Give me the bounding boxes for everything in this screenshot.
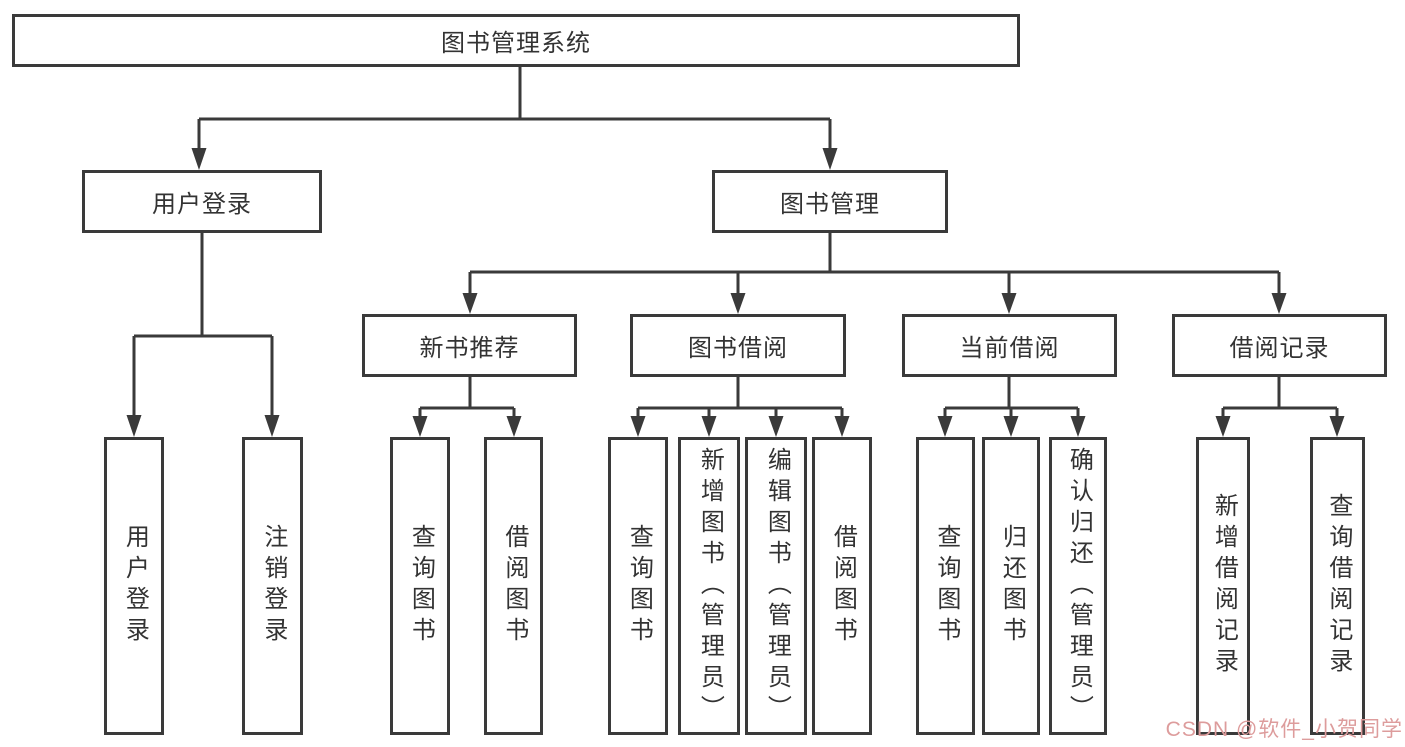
node-label: 查询图书 [407, 524, 435, 648]
leaf-query-books-current: 查询图书 [916, 437, 975, 735]
leaf-query-borrow-record: 查询借阅记录 [1310, 437, 1365, 735]
node-label: 确认归还（管理员） [1065, 446, 1093, 726]
node-label: 借阅图书 [829, 524, 857, 648]
node-label: 新书推荐 [419, 335, 520, 362]
leaf-logout: 注销登录 [242, 437, 303, 735]
node-label: 用户登录 [121, 524, 149, 648]
node-book-management: 图书管理 [712, 170, 948, 233]
leaf-confirm-return-admin: 确认归还（管理员） [1049, 437, 1107, 735]
leaf-borrow-books-recommend: 借阅图书 [484, 437, 543, 735]
leaf-user-login: 用户登录 [104, 437, 164, 735]
node-label: 注销登录 [259, 524, 287, 648]
leaf-add-book-admin: 新增图书（管理员） [678, 437, 740, 735]
node-borrowing-records: 借阅记录 [1172, 314, 1387, 377]
node-label: 查询借阅记录 [1324, 493, 1352, 679]
node-label: 归还图书 [998, 524, 1026, 648]
node-label: 当前借阅 [959, 335, 1060, 362]
leaf-query-books-borrow: 查询图书 [608, 437, 668, 735]
leaf-return-book: 归还图书 [982, 437, 1040, 735]
node-label: 查询图书 [932, 524, 960, 648]
watermark-text: CSDN @软件_小贺同学 [1165, 718, 1403, 741]
node-book-borrowing: 图书借阅 [630, 314, 846, 377]
node-label: 查询图书 [625, 524, 653, 648]
node-label: 图书借阅 [688, 335, 788, 362]
node-label: 图书管理系统 [441, 30, 591, 57]
node-user-login-branch: 用户登录 [82, 170, 322, 233]
node-new-book-recommend: 新书推荐 [362, 314, 577, 377]
leaf-query-books-recommend: 查询图书 [390, 437, 450, 735]
node-current-borrowing: 当前借阅 [902, 314, 1117, 377]
leaf-borrow-books: 借阅图书 [812, 437, 872, 735]
leaf-add-borrow-record: 新增借阅记录 [1196, 437, 1250, 735]
node-label: 借阅记录 [1229, 335, 1330, 362]
node-label: 借阅图书 [500, 524, 528, 648]
node-label: 新增借阅记录 [1210, 493, 1238, 679]
node-label: 编辑图书（管理员） [763, 446, 791, 726]
leaf-edit-book-admin: 编辑图书（管理员） [745, 437, 807, 735]
node-label: 新增图书（管理员） [696, 446, 724, 726]
node-root: 图书管理系统 [12, 14, 1020, 67]
node-label: 图书管理 [780, 191, 880, 218]
node-label: 用户登录 [152, 191, 252, 218]
